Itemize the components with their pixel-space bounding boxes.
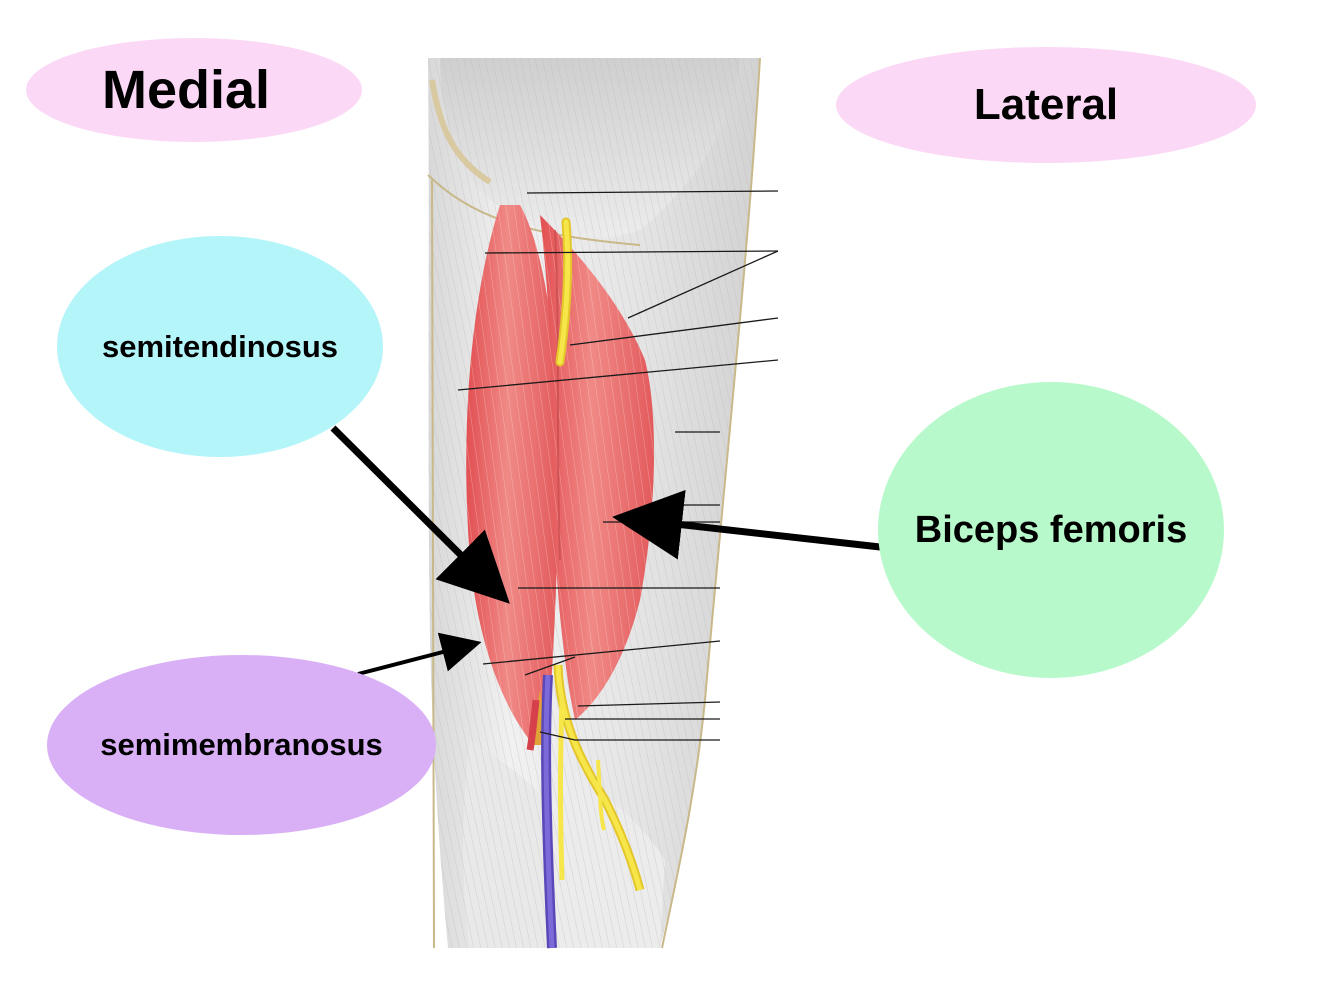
semimembranosus-label: semimembranosus xyxy=(47,655,436,835)
gluteal-region xyxy=(427,58,740,246)
biceps-femoris-arrow xyxy=(612,489,881,560)
biceps-femoris-label: Biceps femoris xyxy=(878,382,1224,678)
sciatic-nerve-upper xyxy=(555,217,573,367)
medial-label: Medial xyxy=(26,38,362,142)
semimembranosus-arrow xyxy=(357,632,482,676)
pointer-arrows xyxy=(330,425,881,676)
biceps-femoris-muscle xyxy=(540,215,655,720)
medial-hamstring-muscle xyxy=(466,205,559,738)
semitendinosus-label: semitendinosus xyxy=(57,236,383,457)
popliteal-region xyxy=(463,740,665,948)
popliteal-vessels xyxy=(526,664,645,949)
semitendinosus-arrow xyxy=(330,425,510,604)
lateral-label: Lateral xyxy=(836,47,1256,163)
